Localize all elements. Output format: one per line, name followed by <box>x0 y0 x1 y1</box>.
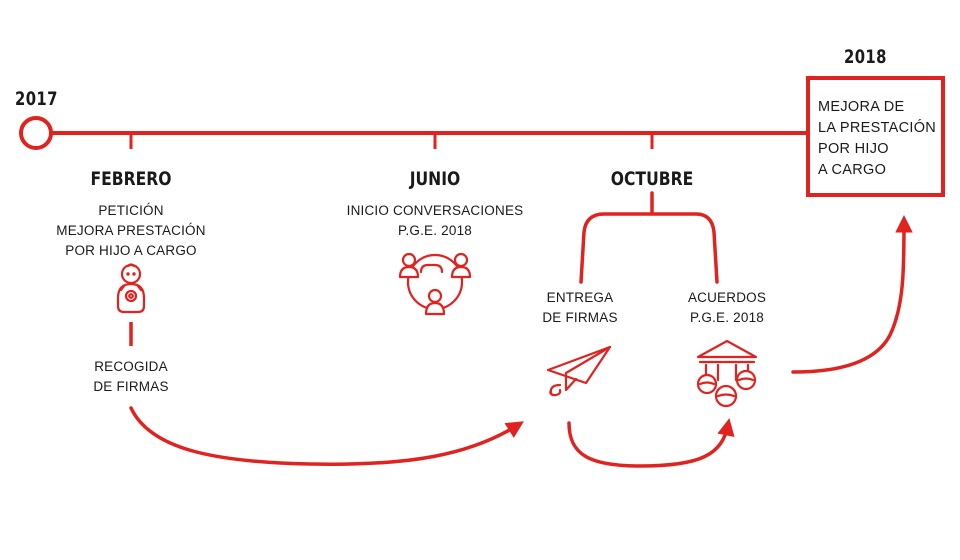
month-october: OCTUBRE <box>610 168 694 190</box>
end-year-label: 2018 <box>844 46 887 68</box>
result-line: POR HIJO <box>818 141 889 157</box>
government-building-icon <box>696 339 758 408</box>
month-february: FEBRERO <box>90 168 172 190</box>
description-line: POR HIJO A CARGO <box>65 243 197 258</box>
february-description: PETICIÓN MEJORA PRESTACIÓN POR HIJO A CA… <box>31 201 231 261</box>
february-sub-label: RECOGIDA DE FIRMAS <box>61 357 201 397</box>
arrow-delivery-to-agreements <box>567 418 735 468</box>
month-june: JUNIO <box>409 168 461 190</box>
branch-label-line: ENTREGA <box>546 290 614 305</box>
sub-label-line: DE FIRMAS <box>93 379 169 394</box>
june-description: INICIO CONVERSACIONES P.G.E. 2018 <box>325 201 545 241</box>
result-box-text: MEJORA DE LA PRESTACIÓN POR HIJO A CARGO <box>818 97 936 181</box>
arrow-agreements-to-result <box>791 215 913 374</box>
result-box <box>806 76 945 197</box>
branch-label-line: P.G.E. 2018 <box>689 310 764 325</box>
description-line: PETICIÓN <box>98 203 164 218</box>
arrow-signatures-to-delivery <box>129 406 524 466</box>
sub-label-line: RECOGIDA <box>94 359 168 374</box>
timeline-start-circle <box>19 116 53 150</box>
october-branch-agreements-label: ACUERDOS P.G.E. 2018 <box>662 288 792 328</box>
description-line: P.G.E. 2018 <box>397 223 472 238</box>
october-bracket <box>579 191 719 284</box>
october-branch-delivery-label: ENTREGA DE FIRMAS <box>520 288 640 328</box>
branch-label-line: ACUERDOS <box>687 290 767 305</box>
result-line: MEJORA DE <box>818 99 905 115</box>
group-conversation-icon <box>398 252 472 316</box>
paper-plane-icon <box>546 345 612 397</box>
start-year-label: 2017 <box>15 88 58 110</box>
result-line: A CARGO <box>818 162 887 178</box>
result-line: LA PRESTACIÓN <box>818 120 937 136</box>
branch-label-line: DE FIRMAS <box>542 310 618 325</box>
baby-icon <box>116 263 146 314</box>
description-line: INICIO CONVERSACIONES <box>346 203 524 218</box>
description-line: MEJORA PRESTACIÓN <box>56 223 206 238</box>
